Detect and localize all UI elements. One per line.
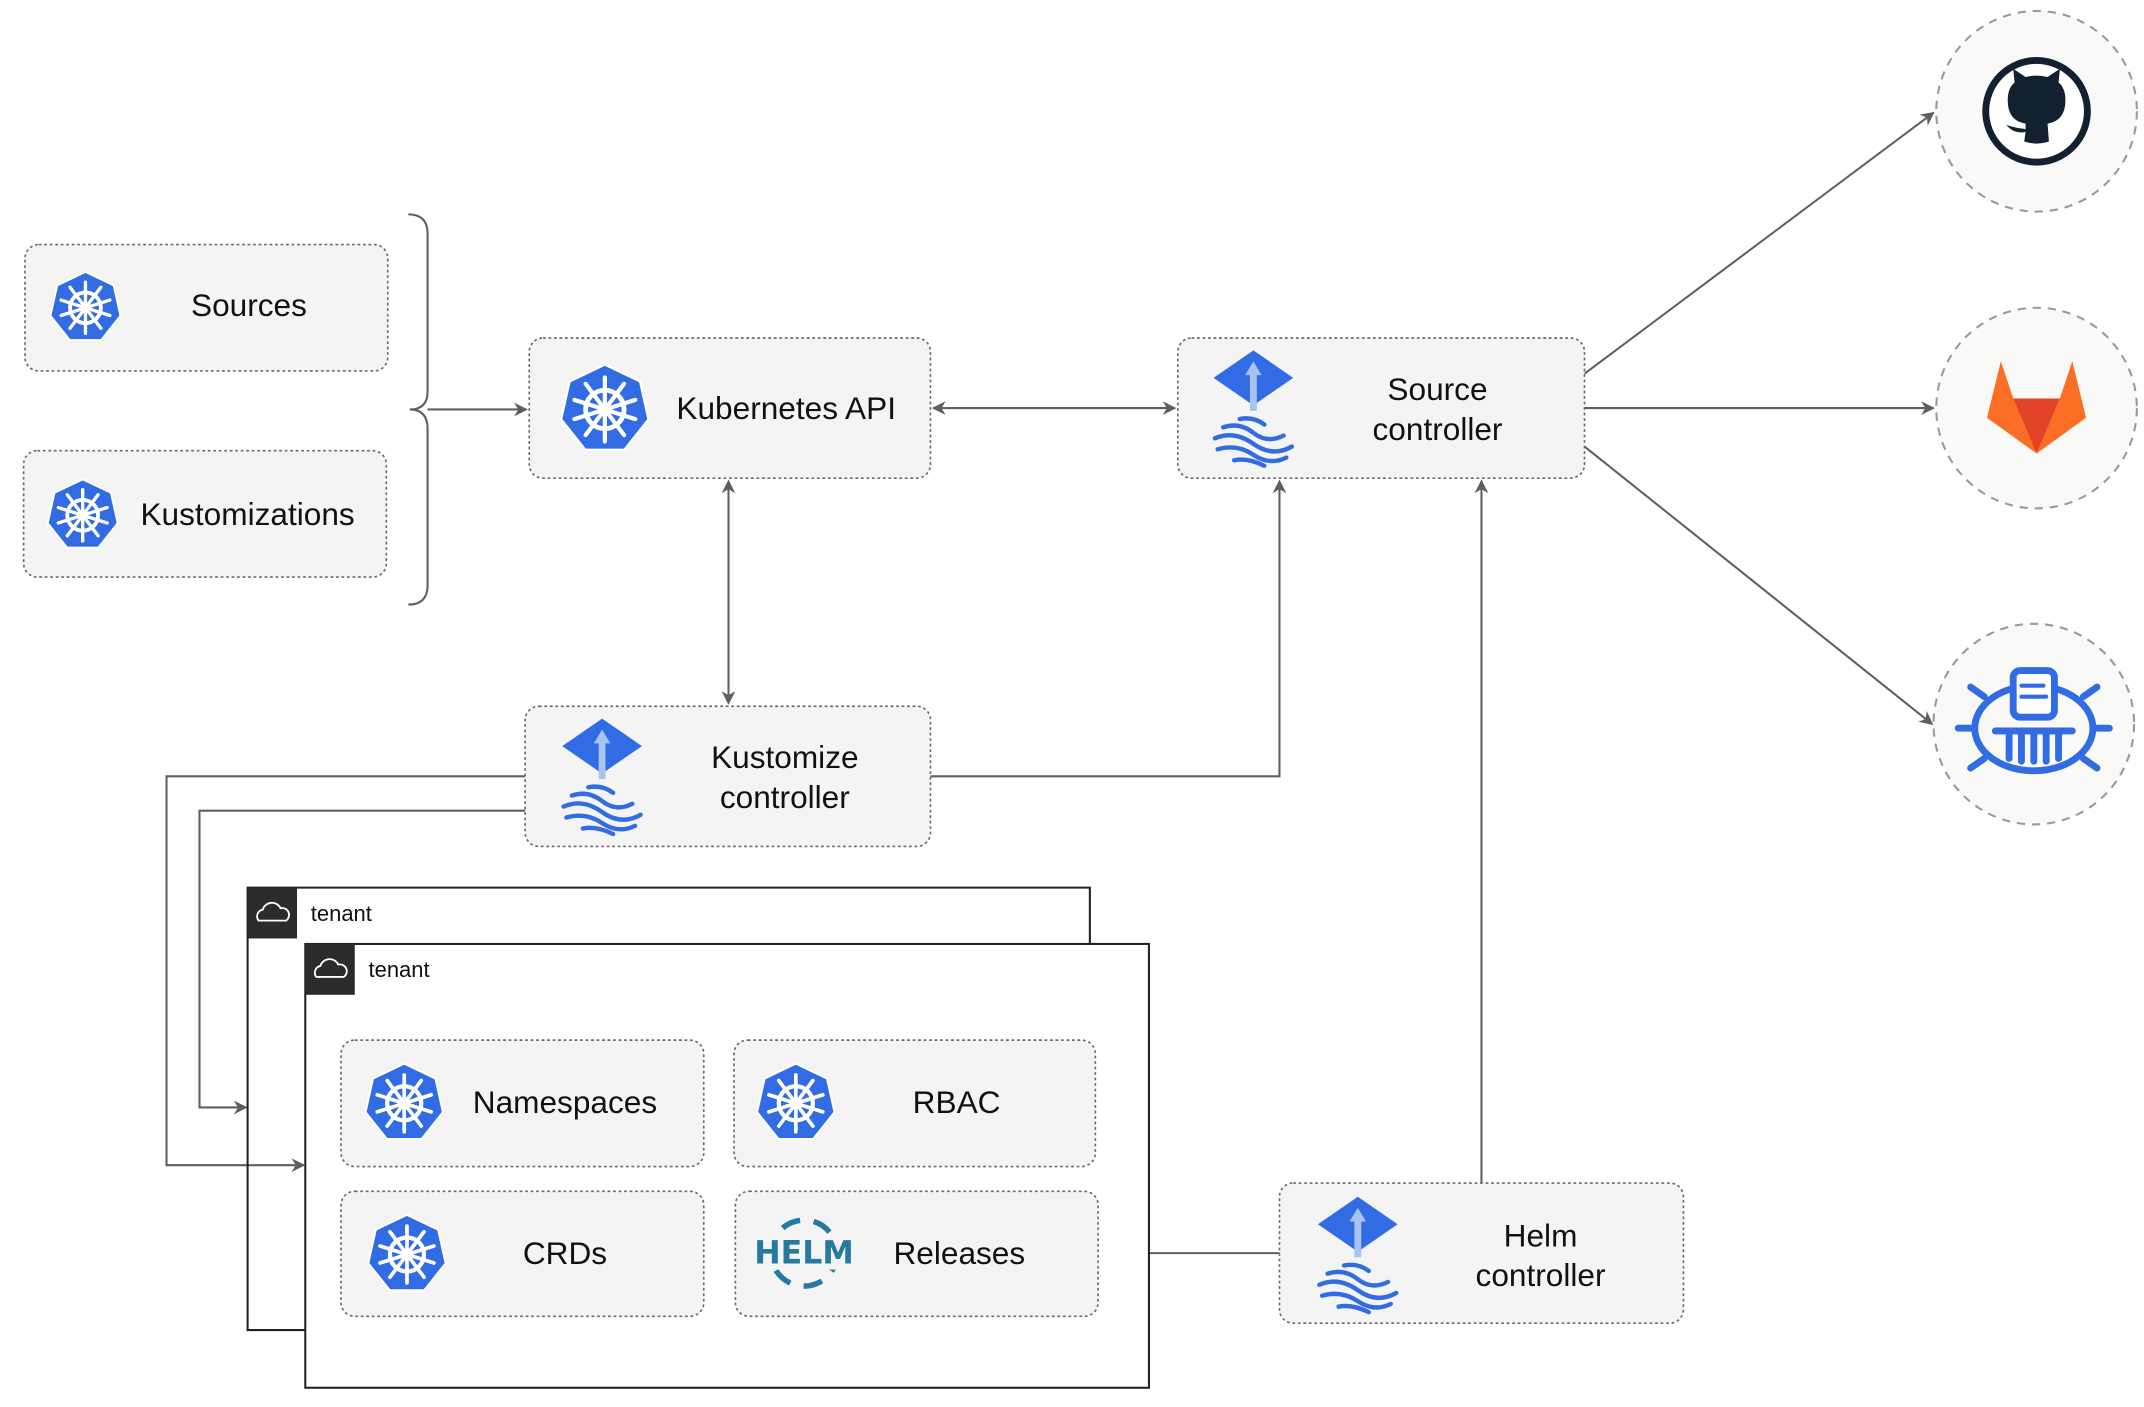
source-controller-label-2: controller <box>1373 411 1503 447</box>
kustomize-controller-label-2: controller <box>720 779 850 815</box>
helm-controller-label-2: controller <box>1476 1257 1606 1293</box>
tenant-back: tenant <box>246 886 1091 1332</box>
crds-label: CRDs <box>523 1235 607 1271</box>
helm-controller-label-1: Helm <box>1504 1217 1578 1253</box>
helm-icon: HELM <box>754 1217 854 1289</box>
gitlab-icon <box>1987 361 2087 454</box>
helm-logo-text: HELM <box>754 1235 854 1271</box>
namespaces-label: Namespaces <box>473 1084 657 1120</box>
edge-kustomize-to-tenant-back <box>198 809 526 1115</box>
cloud-icon <box>256 901 290 922</box>
cloud-icon <box>313 958 348 978</box>
kubernetes-api-node[interactable]: Kubernetes API <box>528 337 932 479</box>
kustomize-controller-label-1: Kustomize <box>711 739 858 775</box>
crds-node[interactable]: CRDs <box>340 1190 705 1318</box>
helm-controller-node[interactable]: Helm controller <box>1278 1182 1685 1325</box>
bucket-node[interactable] <box>1932 622 2136 826</box>
sources-label: Sources <box>191 287 307 323</box>
releases-node[interactable]: HELM Releases <box>734 1190 1099 1318</box>
releases-label: Releases <box>893 1235 1025 1271</box>
kubernetes-api-label: Kubernetes API <box>676 390 896 426</box>
edge-source-to-bucket <box>1583 445 1934 725</box>
source-controller-node[interactable]: Source controller <box>1176 337 1586 479</box>
source-controller-label-1: Source <box>1387 371 1487 407</box>
edge-kustomize-to-source <box>930 479 1287 778</box>
bucket-icon <box>1954 667 2113 775</box>
rbac-node[interactable]: RBAC <box>733 1039 1097 1168</box>
namespaces-node[interactable]: Namespaces <box>340 1039 705 1168</box>
sources-node[interactable]: Sources <box>24 243 389 372</box>
gitlab-node[interactable] <box>1935 306 2138 510</box>
edge-source-to-github <box>1583 111 1935 375</box>
rbac-label: RBAC <box>913 1084 1001 1120</box>
github-node[interactable] <box>1935 9 2138 213</box>
brace <box>408 213 429 606</box>
github-icon <box>1982 57 2091 166</box>
kustomizations-label: Kustomizations <box>140 496 354 532</box>
kustomize-controller-node[interactable]: Kustomize controller <box>524 705 932 848</box>
tenant-label: tenant <box>311 901 372 926</box>
edge-kustomize-to-tenant-front <box>165 775 526 1173</box>
tenant-label: tenant <box>369 957 430 982</box>
kustomizations-node[interactable]: Kustomizations <box>22 449 388 578</box>
